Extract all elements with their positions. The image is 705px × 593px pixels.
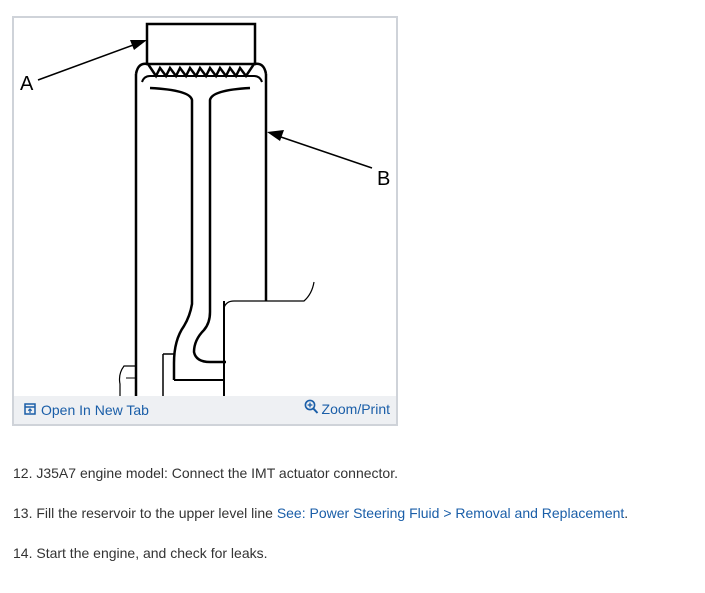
step-14-text: 14. Start the engine, and check for leak… [13,545,268,561]
technical-illustration: A B [14,18,396,396]
zoom-print-link[interactable]: Zoom/Print [304,399,390,418]
power-steering-fluid-link[interactable]: See: Power Steering Fluid > Removal and … [276,505,625,521]
step-13-suffix: . [624,505,629,521]
figure-toolbar: Open In New Tab Zoom/Print [14,396,396,424]
step-12-text: 12. J35A7 engine model: Connect the IMT … [13,465,398,481]
step-13-text: 13. Fill the reservoir to the upper leve… [13,505,277,521]
reservoir-cap [145,22,257,66]
open-in-new-tab-icon [24,402,36,418]
reservoir-neck-inner [141,75,263,83]
step-12: 12. J35A7 engine model: Connect the IMT … [13,464,693,483]
callout-b-leader [277,135,373,169]
reservoir-neck-flange [134,62,268,79]
callout-a-label: A [20,73,34,95]
callout-b-arrowhead [267,130,284,141]
step-14: 14. Start the engine, and check for leak… [13,544,693,563]
bolt-head [118,365,136,396]
callout-a-arrowhead [130,40,147,50]
figure-card: A B Open In New Tab [12,16,398,426]
dipstick-left [149,86,194,380]
callout-a-leader [37,43,137,81]
reservoir-diagram: A B [20,22,390,396]
open-in-new-tab-link[interactable]: Open In New Tab [24,402,149,418]
magnifier-plus-icon [304,399,319,418]
dipstick-right [192,86,251,364]
housing-step-top [223,281,315,309]
zoom-print-label: Zoom/Print [321,400,390,417]
open-in-new-tab-label: Open In New Tab [41,402,149,418]
procedure-steps: 12. J35A7 engine model: Connect the IMT … [13,464,693,584]
callout-b-label: B [377,168,390,190]
step-13: 13. Fill the reservoir to the upper leve… [13,504,693,523]
